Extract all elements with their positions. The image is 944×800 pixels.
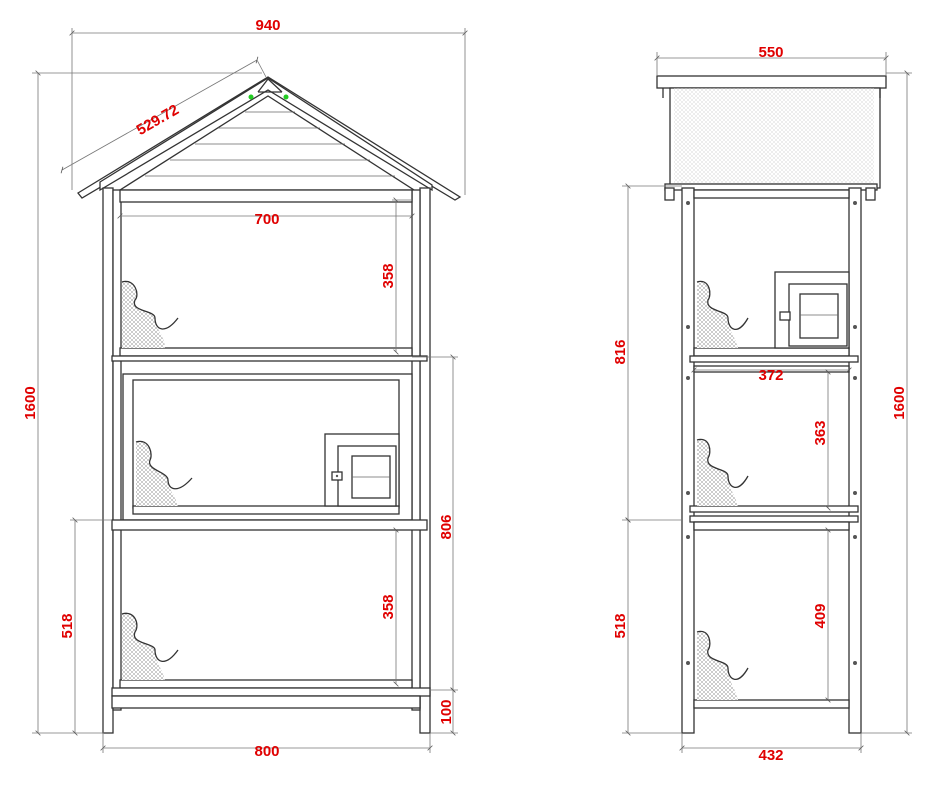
dim-base-depth: 432 (758, 747, 783, 764)
front-left-post (102, 187, 114, 734)
front-roof (77, 76, 462, 201)
dim-side-total-height: 1600 (891, 386, 908, 419)
front-middle-compartment (122, 373, 413, 521)
front-dimension-lines (32, 28, 468, 753)
dim-middle-compartment-height: 363 (812, 420, 829, 445)
dim-side-lower-compartment-height: 409 (812, 603, 829, 628)
side-lower-compartment (689, 515, 859, 709)
side-left-post (681, 187, 695, 734)
dim-total-width: 940 (255, 17, 280, 34)
dim-middle-section-height: 806 (438, 514, 455, 539)
side-rivets (686, 201, 857, 665)
dim-side-lower-section-height: 518 (612, 613, 629, 638)
dim-inner-width: 700 (254, 211, 279, 228)
dim-total-height: 1600 (22, 386, 39, 419)
dim-shelf-depth: 372 (758, 367, 783, 384)
front-right-post (419, 187, 431, 734)
dim-base-width: 800 (254, 743, 279, 760)
marker-left-icon (248, 94, 254, 100)
front-top-compartment (111, 280, 428, 362)
front-lower-compartment (111, 519, 431, 709)
front-view: 940 529.72 700 358 1600 806 358 518 100 … (22, 17, 468, 760)
marker-right-icon (283, 94, 289, 100)
dim-leg-height: 100 (438, 699, 455, 724)
dim-body-height: 816 (612, 339, 629, 364)
dim-roof-depth: 550 (758, 44, 783, 61)
dim-lower-compartment-height: 358 (380, 594, 397, 619)
side-dimension-lines (622, 52, 912, 753)
dim-top-compartment-height: 358 (380, 263, 397, 288)
side-middle-compartment (689, 365, 859, 513)
side-view: 550 816 372 363 1600 518 409 432 (612, 44, 912, 764)
side-top-compartment (689, 271, 859, 363)
side-right-post (848, 187, 862, 734)
dim-lower-section-height: 518 (59, 613, 76, 638)
side-roof (656, 75, 887, 201)
